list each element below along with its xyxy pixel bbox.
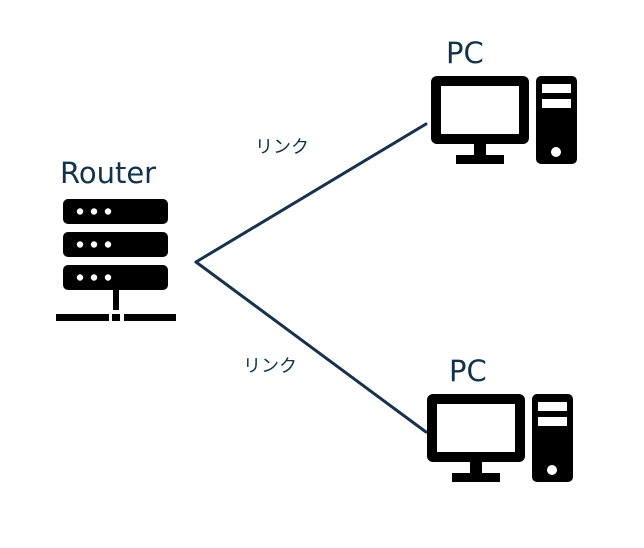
pc2-label: PC — [449, 354, 487, 388]
desktop-computer-icon — [427, 394, 573, 482]
link-label-pc1: リンク — [255, 137, 309, 158]
link-router-pc1 — [194, 122, 428, 264]
server-rack-icon — [56, 199, 176, 321]
pc1-label: PC — [446, 36, 484, 70]
link-router-pc2 — [194, 260, 428, 434]
router-label: Router — [60, 156, 157, 190]
link-label-pc2: リンク — [243, 356, 297, 377]
desktop-computer-icon — [431, 76, 577, 164]
